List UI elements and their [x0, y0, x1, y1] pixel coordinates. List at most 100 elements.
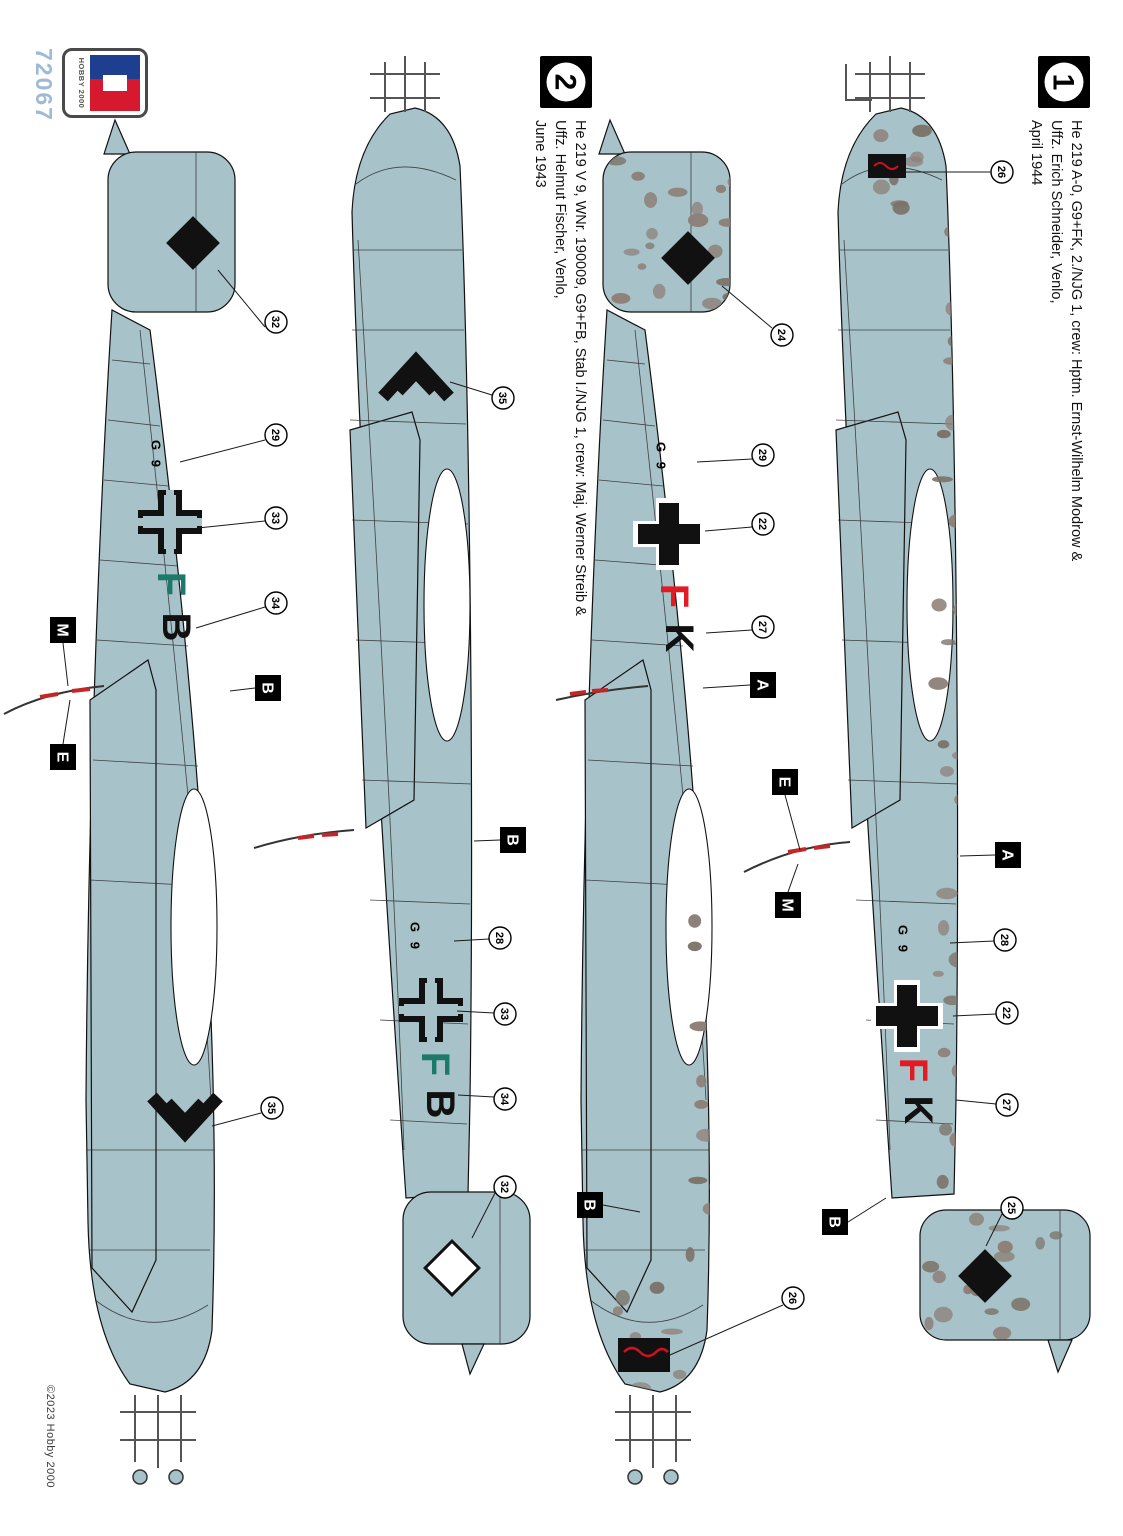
callout-g9: 28 [453, 926, 512, 950]
callout-diamond: 25 [985, 1196, 1024, 1247]
callout-emblem: 26 [669, 1286, 805, 1356]
engine-nacelle [665, 788, 713, 1066]
svg-text:35: 35 [265, 1102, 277, 1114]
svg-text:27: 27 [1000, 1099, 1012, 1111]
svg-text:32: 32 [269, 316, 281, 328]
brand-logo-text: HOBBY 2000 [77, 57, 86, 109]
logo-red-arm-bottom [90, 79, 103, 91]
scheme-2-number-badge: 2 [540, 56, 592, 108]
svg-text:26: 26 [995, 166, 1007, 178]
svg-text:25: 25 [1005, 1202, 1017, 1214]
callout-g9: 28 [949, 928, 1017, 952]
panel-lines [349, 166, 501, 1344]
code-letter-f: F [652, 584, 696, 608]
color-badge-b: B [577, 1192, 641, 1218]
callout-letters: 27 [705, 615, 775, 639]
svg-text:M: M [53, 623, 70, 636]
radar-antenna-array [370, 56, 440, 112]
scheme-2-heading: He 219 V 9, WNr. 190009, G9+FB, Stab I./… [530, 120, 590, 616]
scheme-2-line3: June 1943 [532, 120, 548, 188]
tail-tip [103, 118, 131, 155]
svg-text:28: 28 [998, 934, 1010, 946]
catalog-number: 72067 [31, 48, 57, 122]
tail-fin [107, 151, 236, 313]
unit-code: G 9 [653, 442, 668, 472]
svg-text:B: B [503, 834, 520, 846]
panel-lines [87, 152, 214, 1323]
wing-fairing [89, 659, 157, 1314]
callout-cross: 33 [197, 506, 288, 530]
svg-text:35: 35 [496, 392, 508, 404]
scheme-1-number-badge: 1 [1038, 56, 1090, 108]
engine-nacelle [906, 468, 954, 742]
unit-code: G 9 [895, 925, 910, 955]
wing-fairing [349, 411, 421, 830]
svg-text:33: 33 [269, 512, 281, 524]
color-badge-b: B [822, 1197, 887, 1235]
svg-text:32: 32 [498, 1181, 510, 1193]
svg-text:29: 29 [269, 429, 281, 441]
callout-letters: 27 [955, 1093, 1019, 1117]
callout-diamond: 24 [721, 285, 794, 347]
svg-text:B: B [258, 682, 275, 694]
color-badge-m: M [775, 863, 801, 918]
unit-code: G 9 [407, 922, 422, 952]
code-letter-b: B [418, 1090, 462, 1119]
unit-emblem [618, 1338, 670, 1372]
svg-text:28: 28 [493, 932, 505, 944]
svg-text:A: A [753, 679, 770, 691]
logo-red-shape [90, 91, 140, 111]
svg-text:34: 34 [269, 597, 281, 610]
copyright-text: ©2023 Hobby 2000 [44, 1385, 56, 1488]
svg-text:22: 22 [1000, 1007, 1012, 1019]
callout-diamond: 32 [217, 269, 288, 334]
code-letter-k: K [657, 624, 701, 653]
tail-tip [461, 1343, 485, 1376]
code-letter-f: F [149, 572, 193, 596]
svg-text:24: 24 [775, 329, 787, 342]
scheme-1-heading: He 219 A-0, G9+FK, 2./NJG 1, crew: Hptm.… [1026, 120, 1086, 561]
wing-fairing [835, 411, 907, 830]
engine-nacelle [423, 468, 471, 742]
radar-antenna-array [845, 56, 925, 112]
scheme-1-line2: Uffz. Erich Schneider, Venlo, [1048, 120, 1064, 304]
svg-text:2: 2 [549, 74, 582, 91]
scheme-1-line3: April 1944 [1028, 120, 1044, 186]
aircraft-profile-scheme2-port: G 9 F B 35 B 28 [253, 56, 531, 1376]
svg-text:29: 29 [756, 449, 768, 461]
callout-emblem: 26 [906, 160, 1014, 184]
callout-g9: 29 [696, 443, 775, 467]
scheme-1-line1: He 219 A-0, G9+FK, 2./NJG 1, crew: Hptm.… [1068, 120, 1084, 562]
svg-text:E: E [775, 777, 792, 788]
svg-text:34: 34 [498, 1093, 510, 1106]
callout-letters: 34 [195, 591, 288, 629]
unit-code: G 9 [148, 440, 163, 470]
scheme-2-line1: He 219 V 9, WNr. 190009, G9+FB, Stab I./… [572, 120, 588, 616]
svg-text:1: 1 [1047, 74, 1080, 91]
wing-fairing [584, 659, 652, 1314]
color-badge-a: A [959, 842, 1021, 868]
svg-text:M: M [778, 898, 795, 911]
callout-cross: 33 [456, 1002, 517, 1026]
tail-tip [1047, 1339, 1073, 1374]
aircraft-profile-scheme1-starboard: G 9 F K 24 29 [555, 118, 805, 1485]
tail-fin [602, 151, 731, 313]
svg-text:22: 22 [756, 518, 768, 530]
logo-red-arm-top [127, 79, 140, 91]
radar-antenna-array [120, 1395, 196, 1485]
svg-text:33: 33 [498, 1008, 510, 1020]
brand-logo: HOBBY 2000 [62, 48, 148, 118]
code-letter-k: K [896, 1096, 940, 1125]
callout-g9: 29 [179, 423, 288, 463]
pitot-tube [253, 829, 355, 849]
svg-text:B: B [825, 1216, 842, 1228]
engine-nacelle [170, 788, 218, 1066]
color-badge-e: E [772, 769, 801, 851]
callout-chevron: 35 [211, 1096, 284, 1127]
callout-cross: 22 [704, 512, 775, 536]
svg-text:B: B [580, 1199, 597, 1211]
color-badge-b: B [229, 675, 281, 701]
callout-diamond: 32 [471, 1175, 517, 1239]
